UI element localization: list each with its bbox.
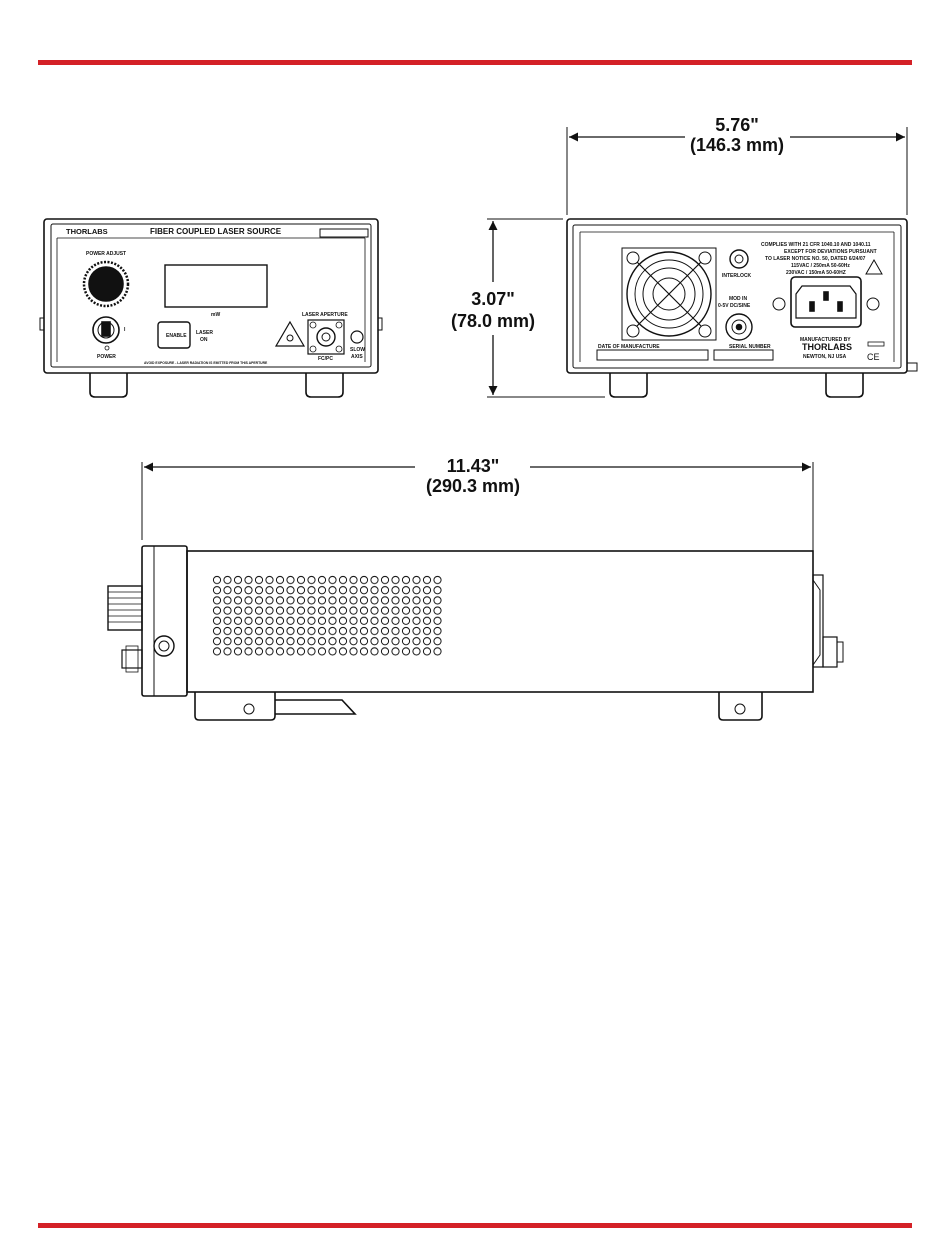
interlock-jack (729, 249, 749, 269)
slow-axis-label-1: SLOW (350, 347, 365, 353)
side-view (107, 545, 844, 721)
width-dim-mm: (146.3 mm) (690, 135, 784, 155)
date-of-manufacture-label: DATE OF MANUFACTURE (598, 344, 660, 350)
location-label: NEWTON, NJ USA (803, 354, 847, 360)
rear-labels: COMPLIES WITH 21 CFR 1040.10 AND 1040.11… (598, 242, 880, 362)
side-foot-rear (718, 692, 763, 721)
height-dim-mm: (78.0 mm) (451, 311, 535, 331)
front-foot-right (305, 373, 344, 398)
laser-on-label-1: LASER (196, 330, 213, 336)
dimension-lines (141, 127, 908, 570)
front-display (164, 264, 268, 308)
power-key-switch (92, 316, 120, 344)
compliance-line-3: TO LASER NOTICE NO. 50, DATED 6/24/07 (765, 256, 866, 262)
power-adjust-label: POWER ADJUST (86, 251, 126, 257)
vent-hole-grid (212, 575, 443, 656)
serial-number-label: SERIAL NUMBER (729, 344, 771, 350)
top-rule (38, 60, 912, 65)
fan-grille (621, 247, 717, 341)
power-label: POWER (97, 354, 116, 360)
rear-foot-left (609, 373, 648, 398)
rear-panel-outer (566, 218, 908, 374)
enable-button (157, 321, 191, 349)
rear-brand: THORLABS (802, 342, 852, 352)
mod-in-label-1: MOD IN (729, 296, 747, 302)
key-on-label: I (124, 327, 126, 333)
slow-axis-label-2: AXIS (351, 354, 363, 360)
height-dim-inches: 3.07" (471, 289, 515, 309)
manufactured-by-label: MANUFACTURED BY (800, 337, 851, 343)
mod-in-bnc (725, 313, 753, 341)
side-key-switch (121, 649, 143, 669)
fc-pc-label: FC/PC (318, 356, 333, 362)
fc-pc-aperture (307, 319, 345, 355)
compliance-line-4: 115VAC / 250mA 50-60Hz (791, 263, 850, 269)
front-warning-label: AVOID EXPOSURE - LASER RADIATION IS EMIT… (144, 361, 268, 365)
laser-on-label-2: ON (200, 337, 208, 343)
side-knob (107, 585, 143, 631)
ce-mark: CE (867, 352, 880, 362)
compliance-line-1: COMPLIES WITH 21 CFR 1040.10 AND 1040.11 (761, 242, 871, 248)
front-view (39, 218, 383, 398)
depth-dim-inches: 11.43" (447, 456, 500, 476)
side-foot-front (194, 692, 276, 721)
rear-panel-inner (572, 224, 902, 369)
enable-label: ENABLE (166, 333, 187, 339)
interlock-label: INTERLOCK (722, 273, 752, 279)
front-title: FIBER COUPLED LASER SOURCE (150, 227, 282, 236)
laser-aperture-label: LASER APERTURE (302, 312, 348, 318)
compliance-line-5: 230VAC / 150mA 50-60HZ (786, 270, 846, 276)
front-panel-inner (50, 223, 372, 368)
slow-axis-indicator (350, 330, 364, 344)
date-of-manufacture-box (596, 349, 709, 361)
width-dim-inches: 5.76" (715, 115, 759, 135)
side-front-bezel (141, 545, 188, 697)
rear-warning-icon (865, 258, 883, 275)
power-inlet (790, 276, 862, 328)
depth-dim-mm: (290.3 mm) (426, 476, 520, 496)
rear-foot-right (825, 373, 864, 398)
front-panel-outer (43, 218, 379, 374)
side-tilt-stand (275, 699, 357, 715)
front-labels: THORLABS FIBER COUPLED LASER SOURCE POWE… (66, 227, 365, 365)
laser-warning-icon (274, 320, 306, 347)
front-nameplate (319, 228, 369, 238)
bottom-rule (38, 1223, 912, 1228)
mod-in-label-2: 0-5V DC/SINE (718, 303, 751, 309)
display-unit-label: mW (211, 312, 220, 318)
dimension-labels: 5.76" (146.3 mm) 3.07" (78.0 mm) 11.43" … (426, 115, 784, 496)
compliance-line-2: EXCEPT FOR DEVIATIONS PURSUANT (784, 249, 877, 255)
side-rear-connectors (812, 574, 844, 668)
serial-number-box (713, 349, 774, 361)
front-foot-left (89, 373, 128, 398)
front-brand: THORLABS (66, 227, 108, 236)
rear-view (566, 218, 918, 398)
power-adjust-knob (82, 260, 130, 308)
